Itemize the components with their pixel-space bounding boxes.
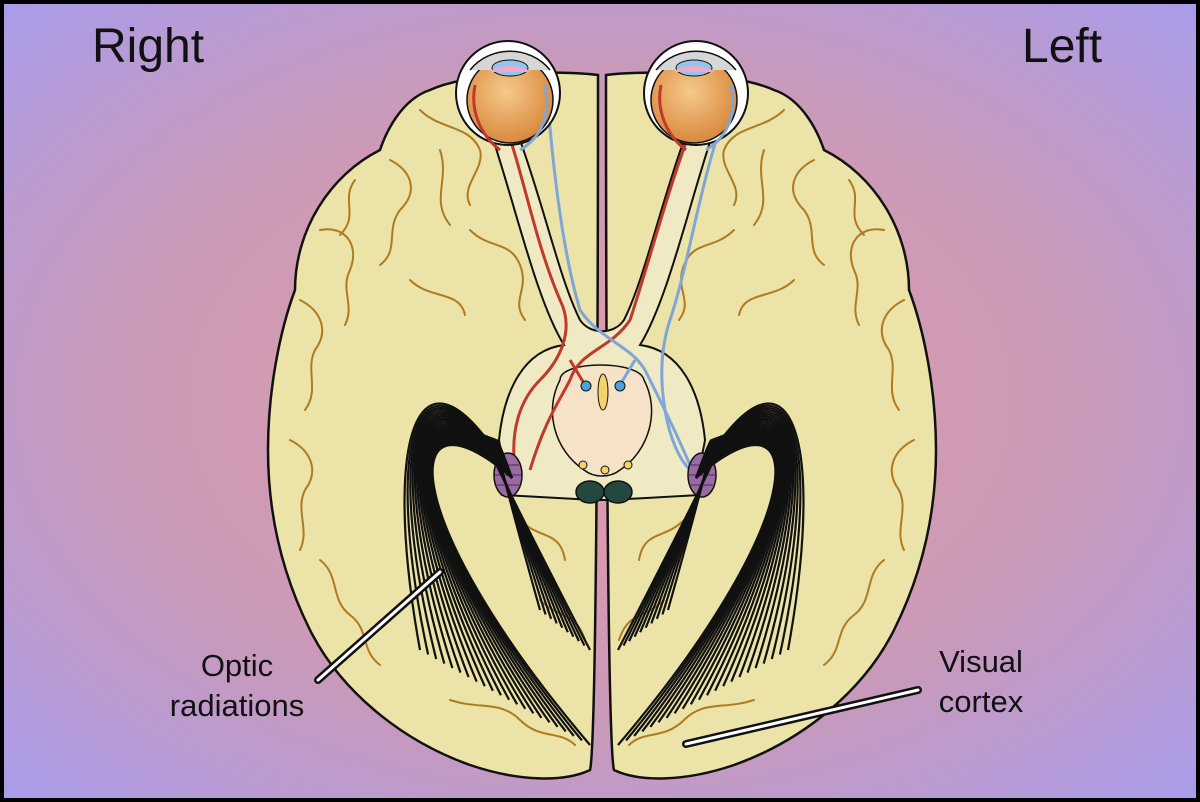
left-eye-icon <box>643 40 749 152</box>
mammillary-bodies <box>575 480 633 504</box>
radiation-fiber <box>431 444 591 746</box>
label-optic-line1: Optic <box>201 648 273 683</box>
right-eye-icon <box>455 40 561 152</box>
radiation-fiber <box>483 434 591 651</box>
red-pathway <box>494 104 702 471</box>
label-left: Left <box>1022 20 1102 73</box>
optic-radiations-pointer-inner <box>316 570 442 682</box>
label-right: Right <box>92 20 204 73</box>
optic-nerves-chiasm <box>488 128 716 501</box>
label-visual-line1: Visual <box>939 644 1023 679</box>
optic-radiations-left <box>617 402 805 746</box>
midbrain-nuclei <box>578 373 633 475</box>
optic-radiations-right <box>403 402 591 746</box>
label-visual-line2: cortex <box>939 684 1024 719</box>
radiation-fiber <box>617 434 725 651</box>
blue-pathway <box>546 104 730 472</box>
label-optic-line2: radiations <box>170 688 304 723</box>
radiation-fiber <box>617 444 777 746</box>
visual-cortex-pointer-inner <box>684 688 920 746</box>
